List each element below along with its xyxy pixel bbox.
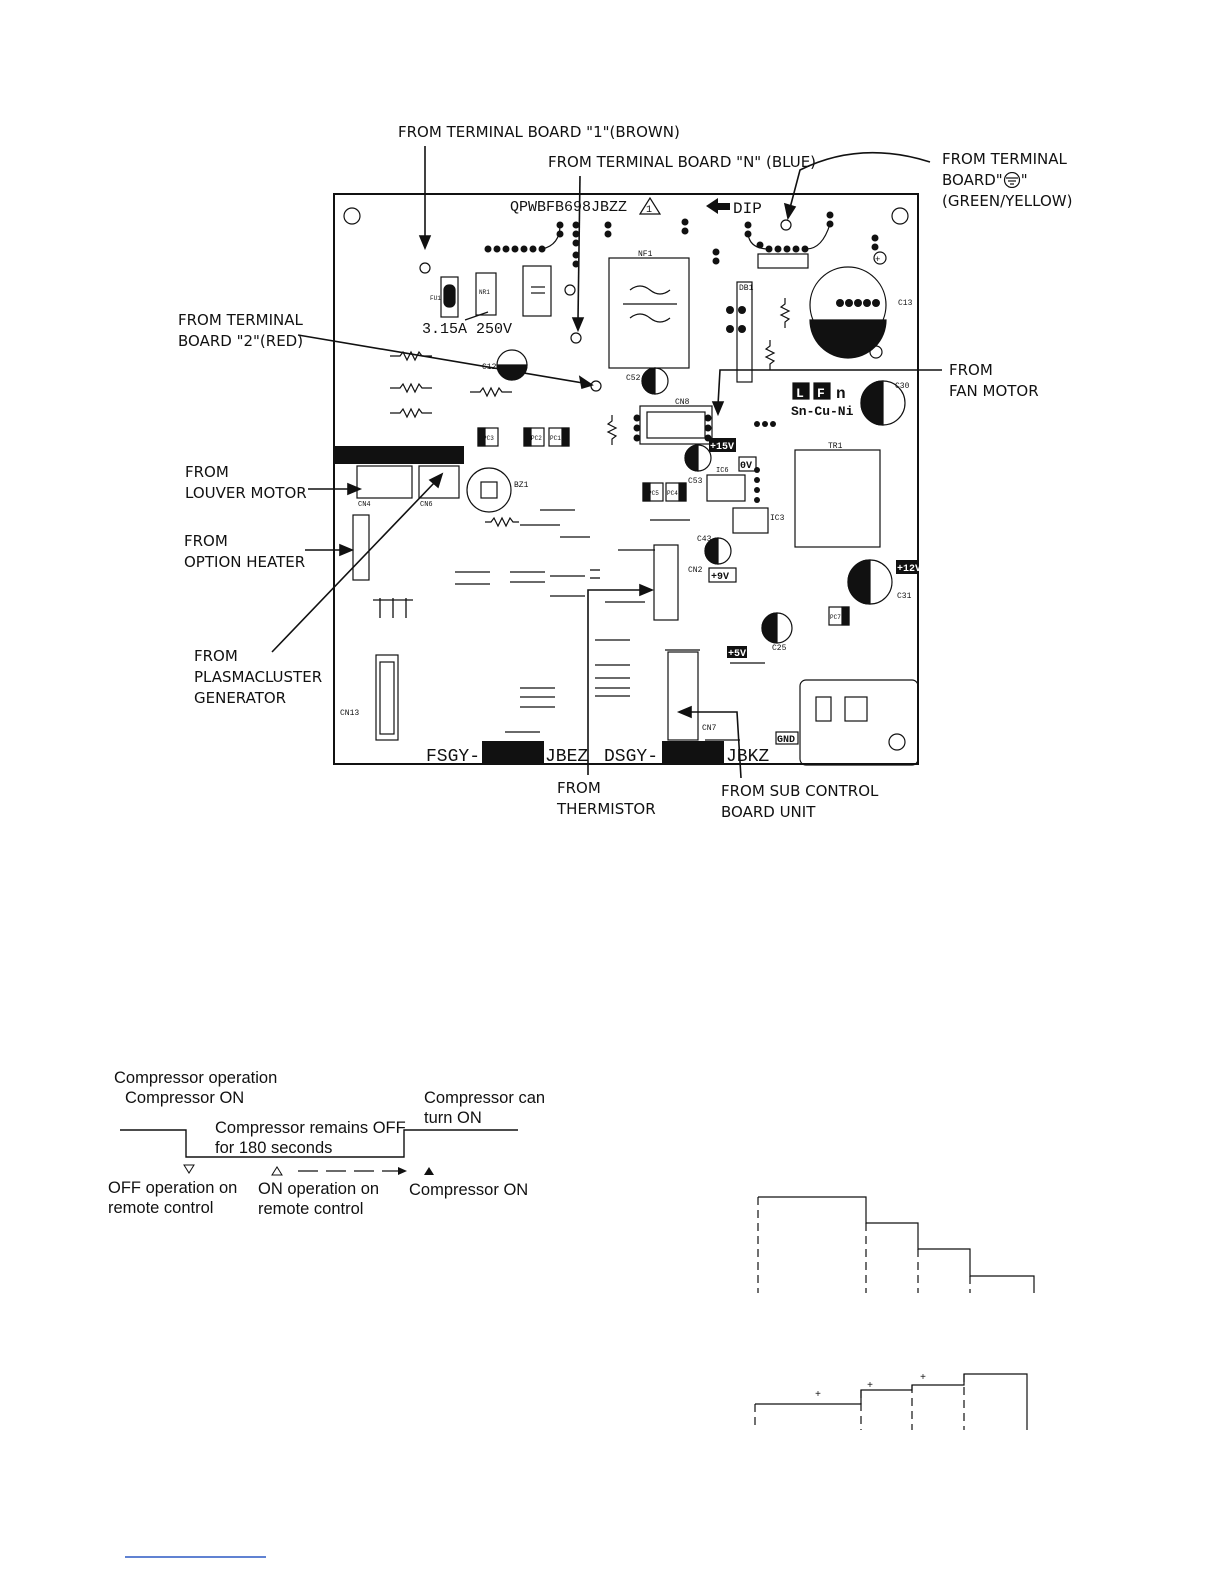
pcb-db1: DB1 xyxy=(739,284,754,293)
timing-remains-off: Compressor remains OFF for 180 seconds xyxy=(215,1119,406,1157)
pcb-lead-free-mark: Sn-Cu-Ni xyxy=(791,404,854,419)
label-terminal-1: FROM TERMINAL BOARD "1"(BROWN) xyxy=(398,123,680,141)
pcb-nr1: NR1 xyxy=(479,289,490,296)
label-fan-motor: FROM FAN MOTOR xyxy=(949,361,1039,400)
pcb-cn8: CN8 xyxy=(675,398,690,407)
pcb-part-number: QPWBFB698JBZZ xyxy=(510,199,627,216)
pcb-volt-9v: +9V xyxy=(711,572,729,583)
label-terminal-ground-line1: FROM TERMINAL xyxy=(942,150,1067,168)
pcb-fuse-rating: 3.15A 250V xyxy=(422,321,512,338)
timing-waveform xyxy=(120,1129,518,1176)
label-terminal-ground-line2: BOARD" " xyxy=(942,170,1028,191)
pcb-volt-12v: +12V xyxy=(897,564,921,575)
pcb-c25: C25 xyxy=(772,644,787,653)
pcb-c12: C12 xyxy=(482,363,497,372)
label-plasmacluster: FROM PLASMACLUSTER GENERATOR xyxy=(194,647,323,707)
pcb-cn2: CN2 xyxy=(688,566,703,575)
plus-mark-3: + xyxy=(920,1373,926,1384)
pcb-dip-label: DIP xyxy=(733,200,762,218)
step-chart-2-marks: + + + xyxy=(815,1373,926,1401)
pcb-pc3: PC3 xyxy=(483,435,494,442)
ground-symbol-icon xyxy=(1003,171,1021,189)
plus-mark-1: + xyxy=(815,1390,821,1401)
pcb-nf1: NF1 xyxy=(638,250,653,259)
label-sub-control: FROM SUB CONTROL BOARD UNIT xyxy=(721,782,879,821)
pcb-ic3: IC3 xyxy=(770,514,785,523)
pcb-c43: C43 xyxy=(697,535,712,544)
model-left-suffix: JBEZ xyxy=(545,747,588,767)
pcb-cn4: CN4 xyxy=(358,501,371,509)
timing-on-operation: ON operation on remote control xyxy=(258,1180,380,1218)
pcb-c13: C13 xyxy=(898,299,913,308)
timing-compressor-operation: Compressor operation xyxy=(114,1069,278,1087)
pcb-bz1: BZ1 xyxy=(514,481,529,490)
pcb-fu1: FU1 xyxy=(430,295,441,302)
pcb-cn7: CN7 xyxy=(702,724,717,733)
pcb-c52: C52 xyxy=(626,374,641,383)
plus-mark-2: + xyxy=(867,1381,873,1392)
label-terminal-n: FROM TERMINAL BOARD "N" (BLUE) xyxy=(548,153,817,171)
model-left-prefix: FSGY- xyxy=(426,747,480,767)
pcb-c30: C30 xyxy=(895,382,910,391)
label-terminal-ground-line3: (GREEN/YELLOW) xyxy=(942,192,1073,210)
pcb-ic6: IC6 xyxy=(716,467,729,475)
svg-text:+: + xyxy=(875,255,880,265)
pcb-details: QPWBFB698JBZZ 1 DIP xyxy=(334,196,919,766)
label-terminal-ground-suffix: " xyxy=(1020,171,1028,189)
pcb-cn6: CN6 xyxy=(420,501,433,509)
pcb-volt-5v: +5V xyxy=(728,649,746,660)
pcb-pc5: PC5 xyxy=(648,490,659,497)
pcb-pc2: PC2 xyxy=(531,435,542,442)
pcb-text: +15V 0V +9V +5V +12V GND NF1 DB1 TR1 C12… xyxy=(340,250,921,746)
pcb-pc4: PC4 xyxy=(667,490,678,497)
svg-text:n: n xyxy=(836,385,846,403)
timing-compressor-on-top: Compressor ON xyxy=(125,1089,245,1107)
label-option-heater: FROM OPTION HEATER xyxy=(184,532,306,571)
pointer-arrows xyxy=(271,146,942,779)
pcb-cn13: CN13 xyxy=(340,709,359,718)
pcb-c53: C53 xyxy=(688,477,703,486)
timing-compressor-on-bottom: Compressor ON xyxy=(409,1181,529,1199)
svg-text:L: L xyxy=(796,386,804,401)
pcb-volt-15v: +15V xyxy=(710,442,734,453)
label-terminal-ground-prefix: BOARD" xyxy=(942,171,1003,189)
step-chart-1 xyxy=(757,1196,1035,1293)
label-louver-motor: FROM LOUVER MOTOR xyxy=(185,463,307,502)
model-right-suffix: JBKZ xyxy=(726,747,769,767)
pcb-model-labels: FSGY- JBEZ DSGY- JBKZ xyxy=(426,747,769,767)
timing-off-operation: OFF operation on remote control xyxy=(108,1179,238,1217)
svg-text:1: 1 xyxy=(646,205,652,216)
pcb-c31: C31 xyxy=(897,592,912,601)
label-thermistor: FROM THERMISTOR xyxy=(557,779,656,818)
pcb-volt-gnd: GND xyxy=(777,735,795,746)
label-terminal-2: FROM TERMINAL BOARD "2"(RED) xyxy=(178,311,304,350)
timing-can-turn-on: Compressor can turn ON xyxy=(424,1089,546,1127)
pcb-volt-0v: 0V xyxy=(740,461,752,472)
svg-text:F: F xyxy=(817,386,825,401)
pcb-tr1: TR1 xyxy=(828,442,843,451)
pcb-pc7: PC7 xyxy=(830,614,841,621)
model-right-prefix: DSGY- xyxy=(604,747,658,767)
step-chart-2 xyxy=(754,1373,1028,1430)
pcb-pc1: PC1 xyxy=(550,435,561,442)
